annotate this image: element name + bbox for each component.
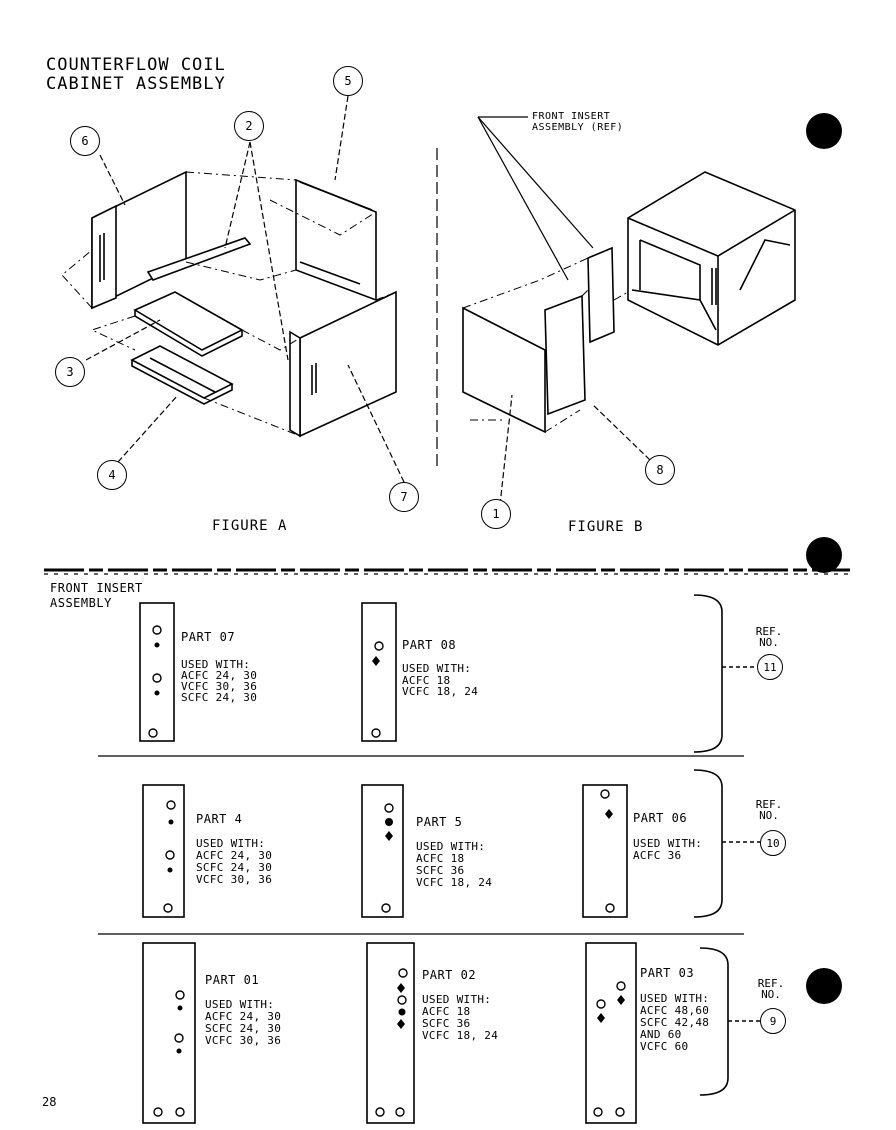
- used-with: ACFC 36: [633, 849, 682, 862]
- used-with: ACFC 24, 30: [196, 849, 273, 862]
- used-with: USED WITH:: [633, 837, 703, 850]
- used-with: USED WITH:: [422, 993, 492, 1006]
- part-label: PART 07: [181, 630, 236, 644]
- part-label: PART 01: [205, 973, 260, 987]
- ref-number-9: 9: [760, 1008, 786, 1034]
- callout-2: 2: [234, 111, 264, 141]
- used-with: VCFC 30, 36: [205, 1034, 282, 1047]
- page-number: 28: [42, 1095, 57, 1109]
- rail-2: [146, 237, 252, 281]
- plate-5: [361, 784, 404, 918]
- registration-dot: [806, 113, 842, 149]
- callout-1: 1: [481, 499, 511, 529]
- front-insert: [587, 246, 615, 344]
- used-with: USED WITH:: [196, 837, 266, 850]
- cabinet-box: [627, 171, 796, 346]
- used-with: VCFC 30, 36: [196, 873, 273, 886]
- used-with: ACFC 24, 30: [181, 669, 258, 682]
- front-insert-ref-line-1: FRONT INSERT: [532, 111, 611, 122]
- figure-a-label: FIGURE A: [212, 518, 288, 534]
- plate-06: [582, 784, 628, 918]
- front-insert-ref-line-2: ASSEMBLY (REF): [532, 122, 624, 133]
- used-with: VCFC 18, 24: [402, 685, 479, 698]
- part-label: PART 02: [422, 968, 477, 982]
- ref-label-line-1: REF.: [755, 625, 783, 638]
- tray-3: [133, 291, 244, 351]
- figure-b-label: FIGURE B: [568, 519, 644, 535]
- part-label: PART 06: [633, 811, 688, 825]
- plate-01: [142, 942, 196, 1124]
- callout-8: 8: [645, 455, 675, 485]
- used-with: AND 60: [640, 1028, 682, 1041]
- callout-3: 3: [55, 357, 85, 387]
- used-with: SCFC 24, 30: [181, 691, 258, 704]
- panel-1: [462, 306, 546, 434]
- callout-5: 5: [333, 66, 363, 96]
- title-line-1: COUNTERFLOW COIL: [46, 55, 226, 75]
- used-with: VCFC 18, 24: [422, 1029, 499, 1042]
- plate-4: [142, 784, 185, 918]
- panel-7: [299, 290, 397, 438]
- section-title-line-1: FRONT INSERT: [50, 581, 143, 595]
- title-line-2: CABINET ASSEMBLY: [46, 74, 226, 94]
- used-with: ACFC 18: [402, 674, 451, 687]
- used-with: ACFC 48,60: [640, 1004, 710, 1017]
- part-label: PART 08: [402, 638, 457, 652]
- part-label: PART 03: [640, 966, 695, 980]
- ref-number-11: 11: [757, 654, 783, 680]
- panel-5: [295, 178, 377, 302]
- used-with: VCFC 30, 36: [181, 680, 258, 693]
- used-with: ACFC 18: [416, 852, 465, 865]
- used-with: SCFC 36: [422, 1017, 471, 1030]
- section-title-line-2: ASSEMBLY: [50, 596, 112, 610]
- plate-08: [361, 602, 397, 742]
- ref-number-10: 10: [760, 830, 786, 856]
- used-with: ACFC 24, 30: [205, 1010, 282, 1023]
- plate-07: [139, 602, 175, 742]
- used-with: SCFC 36: [416, 864, 465, 877]
- callout-7: 7: [389, 482, 419, 512]
- part-label: PART 4: [196, 812, 243, 826]
- used-with: SCFC 42,48: [640, 1016, 710, 1029]
- ref-label-line-2: NO.: [759, 636, 779, 649]
- used-with: ACFC 18: [422, 1005, 471, 1018]
- plate-03: [585, 942, 637, 1124]
- callout-4: 4: [97, 460, 127, 490]
- used-with: VCFC 60: [640, 1040, 689, 1053]
- used-with: VCFC 18, 24: [416, 876, 493, 889]
- ref-label-line-2: NO.: [759, 809, 779, 822]
- used-with: SCFC 24, 30: [196, 861, 273, 874]
- ref-label-line-1: REF.: [757, 977, 785, 990]
- ref-label-line-2: NO.: [761, 988, 781, 1001]
- panel-8: [544, 294, 586, 416]
- ref-label-line-1: REF.: [755, 798, 783, 811]
- plate-02: [366, 942, 415, 1124]
- registration-dot: [806, 537, 842, 573]
- used-with: USED WITH:: [416, 840, 486, 853]
- registration-dot: [806, 968, 842, 1004]
- tray-4: [130, 345, 234, 399]
- used-with: SCFC 24, 30: [205, 1022, 282, 1035]
- used-with: USED WITH:: [205, 998, 275, 1011]
- part-label: PART 5: [416, 815, 463, 829]
- used-with: USED WITH:: [640, 992, 710, 1005]
- used-with: USED WITH:: [181, 658, 251, 671]
- used-with: USED WITH:: [402, 662, 472, 675]
- callout-6: 6: [70, 126, 100, 156]
